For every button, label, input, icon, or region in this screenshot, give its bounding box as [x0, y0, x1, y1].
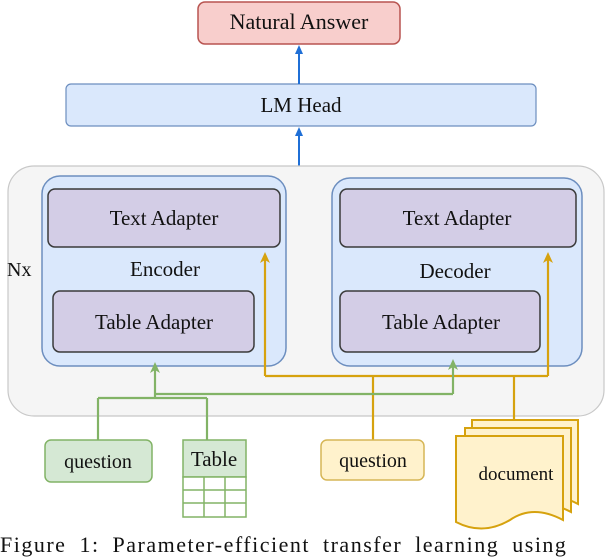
lm-head-label: LM Head	[260, 93, 342, 117]
table-input: Table	[182, 439, 247, 518]
table-label: Table	[191, 447, 237, 471]
decoder-text-adapter-label: Text Adapter	[403, 206, 512, 230]
encoder-text-adapter-label: Text Adapter	[110, 206, 219, 230]
decoder-text-adapter	[339, 188, 577, 248]
decoder-label: Decoder	[419, 259, 490, 283]
document-input: document	[455, 419, 579, 530]
question-right-label: question	[339, 450, 407, 472]
question-left-label: question	[64, 451, 132, 473]
decoder-block: Text Adapter Decoder Table Adapter	[331, 177, 583, 367]
question-input-left: question	[44, 439, 153, 483]
encoder-block: Text Adapter Encoder Table Adapter	[41, 175, 287, 367]
table-input-connectors	[96, 359, 458, 440]
document-stack-front	[455, 435, 564, 530]
natural-answer-node: Natural Answer	[197, 1, 401, 45]
encoder-label: Encoder	[130, 257, 200, 281]
table-grid-icon	[182, 476, 247, 518]
figure-caption: Figure 1: Parameter-efficient transfer l…	[0, 532, 568, 557]
encoder-table-adapter-label: Table Adapter	[95, 310, 213, 334]
decoder-table-adapter-label: Table Adapter	[382, 310, 500, 334]
text-input-connectors	[260, 252, 553, 440]
nx-label: Nx	[7, 259, 31, 281]
encoder-text-adapter	[47, 188, 281, 248]
decoder-table-adapter	[339, 290, 541, 353]
encoder-table-adapter	[52, 290, 255, 353]
natural-answer-label: Natural Answer	[230, 9, 369, 34]
lm-head-node: LM Head	[65, 83, 537, 127]
question-input-right: question	[320, 439, 425, 481]
document-label: document	[479, 464, 555, 485]
